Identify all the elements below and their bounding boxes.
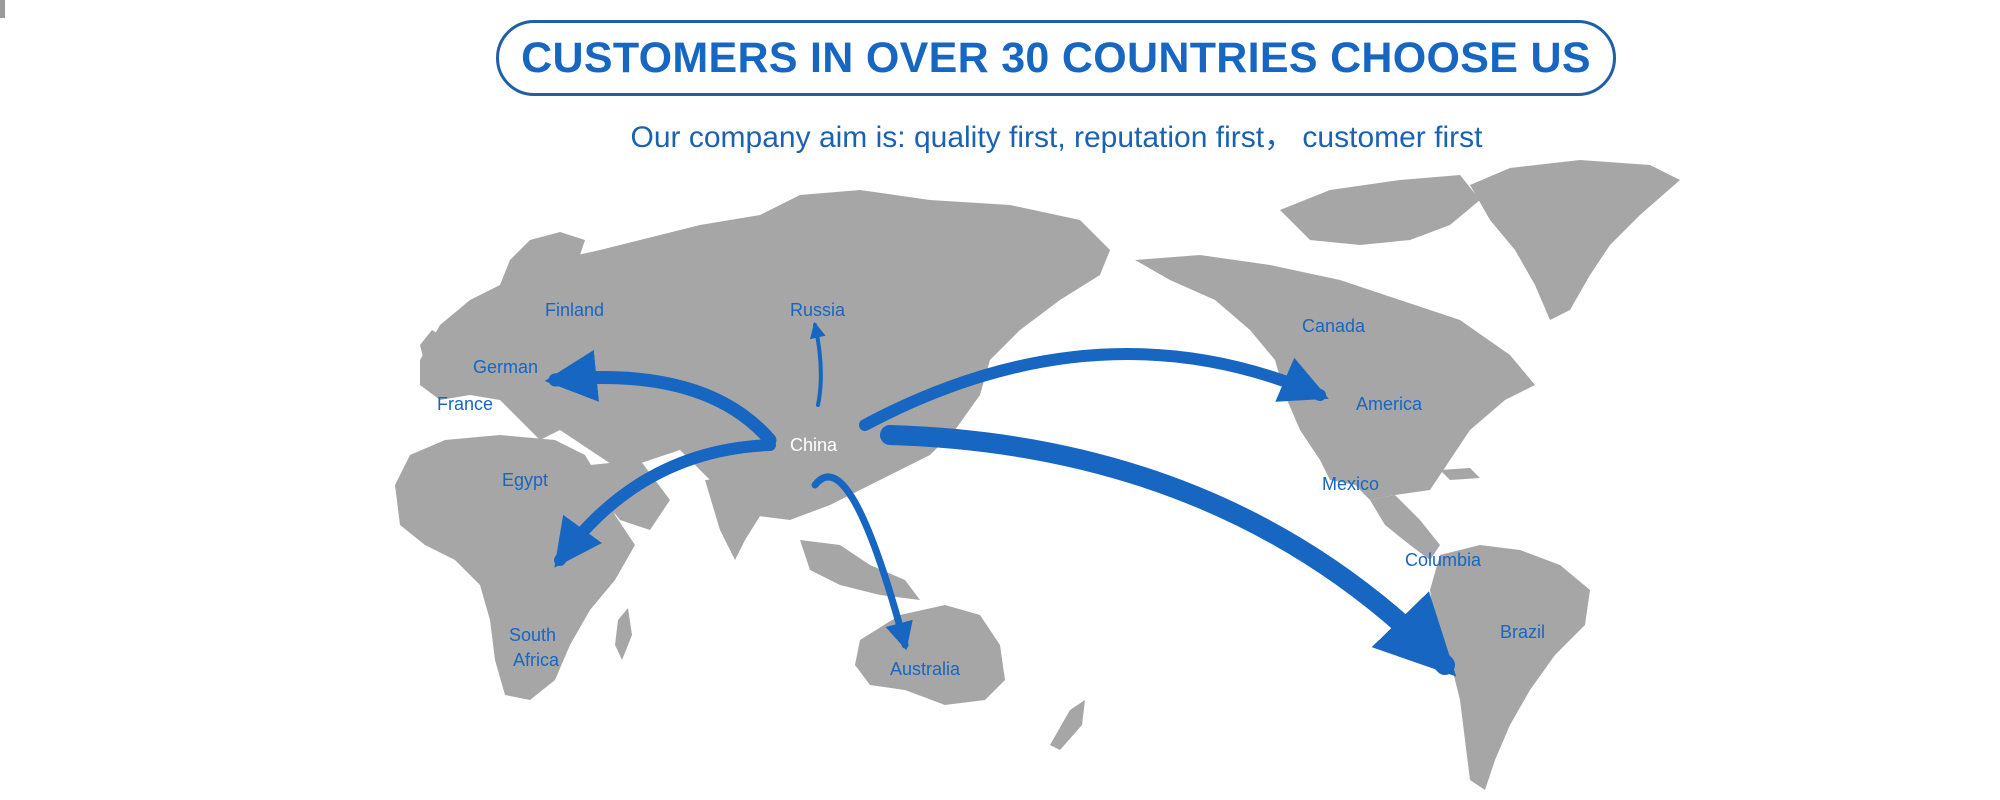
label-russia: Russia <box>790 300 846 320</box>
landmass-japan <box>930 380 965 440</box>
label-finland: Finland <box>545 300 604 320</box>
landmass-india <box>705 475 770 560</box>
label-egypt: Egypt <box>502 470 548 490</box>
arrow-to-africa <box>554 439 776 568</box>
arrow-to-brazil <box>880 425 1457 677</box>
label-china: China <box>790 435 838 455</box>
landmass-canadian-arctic <box>1280 175 1480 245</box>
label-france: France <box>437 394 493 414</box>
label-south-africa-line1: South <box>509 625 556 645</box>
label-canada: Canada <box>1302 316 1366 336</box>
arrow-to-america <box>859 347 1329 431</box>
landmass-madagascar <box>615 608 632 660</box>
landmass-africa <box>395 435 635 700</box>
landmass-uk <box>420 330 445 365</box>
flow-arrows <box>544 321 1457 677</box>
landmass-scandinavia <box>500 232 585 300</box>
landmass-south-america <box>1430 545 1590 790</box>
label-america: America <box>1356 394 1423 414</box>
landmass-siberia <box>760 190 1110 250</box>
label-south-africa-line2: Africa <box>513 650 560 670</box>
land-masses <box>395 160 1680 790</box>
label-columbia: Columbia <box>1405 550 1482 570</box>
landmass-north-america <box>1135 255 1535 500</box>
arrow-to-german <box>544 350 777 447</box>
title-banner: CUSTOMERS IN OVER 30 COUNTRIES CHOOSE US <box>496 20 1616 96</box>
landmass-central-america <box>1370 495 1440 560</box>
page-title: CUSTOMERS IN OVER 30 COUNTRIES CHOOSE US <box>521 33 1591 82</box>
label-mexico: Mexico <box>1322 474 1379 494</box>
landmass-new-zealand <box>1050 700 1085 750</box>
label-australia: Australia <box>890 659 961 679</box>
arrow-to-australia <box>811 473 913 651</box>
label-german: German <box>473 357 538 377</box>
landmass-se-asia <box>800 540 920 600</box>
country-labels: Finland Russia German France China Egypt… <box>437 300 1545 679</box>
arrow-to-russia <box>809 321 826 407</box>
landmass-australia <box>855 605 1005 705</box>
landmass-caribbean <box>1440 468 1480 480</box>
page-subtitle: Our company aim is: quality first, reput… <box>630 121 1483 154</box>
corner-mark <box>0 0 5 18</box>
label-brazil: Brazil <box>1500 622 1545 642</box>
landmass-greenland <box>1470 160 1680 320</box>
